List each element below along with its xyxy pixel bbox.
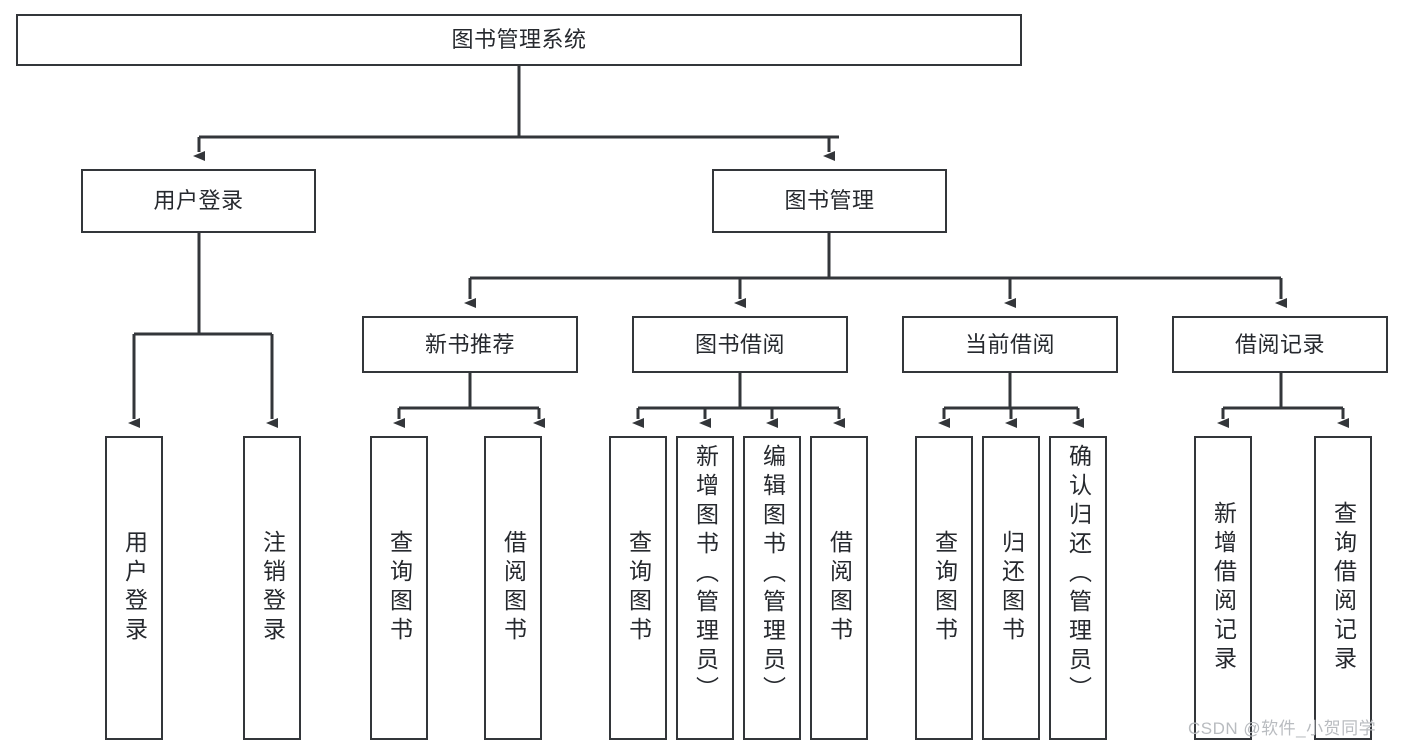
leaf-confirm-return-admin-label: 确认归还（管理员） (1065, 444, 1092, 705)
node-user-login-label: 用户登录 (153, 188, 244, 214)
node-root-label: 图书管理系统 (451, 27, 587, 53)
leaf-borrow-book-newbook-label: 借阅图书 (500, 530, 527, 646)
leaf-borrow-book-borrow-label: 借阅图书 (826, 530, 853, 646)
node-book-borrow-label: 图书借阅 (694, 331, 785, 357)
node-book-borrow[interactable]: 图书借阅 (632, 316, 848, 373)
leaf-search-book-newbook-label: 查询图书 (386, 530, 413, 646)
node-borrow-records[interactable]: 借阅记录 (1172, 316, 1388, 373)
leaf-search-book-current[interactable]: 查询图书 (915, 436, 973, 740)
leaf-search-borrow-record[interactable]: 查询借阅记录 (1314, 436, 1372, 740)
node-current-borrow[interactable]: 当前借阅 (902, 316, 1118, 373)
leaf-logout[interactable]: 注销登录 (243, 436, 301, 740)
leaf-search-book-borrow[interactable]: 查询图书 (609, 436, 667, 740)
leaf-return-book-label: 归还图书 (998, 530, 1025, 646)
leaf-user-login-label: 用户登录 (121, 530, 148, 646)
leaf-edit-book-admin[interactable]: 编辑图书（管理员） (743, 436, 801, 740)
leaf-borrow-book-borrow[interactable]: 借阅图书 (810, 436, 868, 740)
leaf-add-borrow-record-label: 新增借阅记录 (1210, 501, 1237, 675)
leaf-add-borrow-record[interactable]: 新增借阅记录 (1194, 436, 1252, 740)
node-new-book-recommend[interactable]: 新书推荐 (362, 316, 578, 373)
leaf-edit-book-admin-label: 编辑图书（管理员） (759, 444, 786, 705)
leaf-search-book-borrow-label: 查询图书 (625, 530, 652, 646)
node-borrow-records-label: 借阅记录 (1234, 331, 1325, 357)
leaf-search-borrow-record-label: 查询借阅记录 (1330, 501, 1357, 675)
node-root[interactable]: 图书管理系统 (16, 14, 1022, 66)
leaf-search-book-current-label: 查询图书 (931, 530, 958, 646)
leaf-add-book-admin-label: 新增图书（管理员） (692, 444, 719, 705)
leaf-user-login[interactable]: 用户登录 (105, 436, 163, 740)
node-user-login[interactable]: 用户登录 (81, 169, 316, 233)
node-book-management-label: 图书管理 (784, 188, 875, 214)
watermark: CSDN @软件_小贺同学 (1188, 719, 1377, 738)
leaf-borrow-book-newbook[interactable]: 借阅图书 (484, 436, 542, 740)
leaf-return-book[interactable]: 归还图书 (982, 436, 1040, 740)
node-book-management[interactable]: 图书管理 (712, 169, 947, 233)
leaf-confirm-return-admin[interactable]: 确认归还（管理员） (1049, 436, 1107, 740)
leaf-add-book-admin[interactable]: 新增图书（管理员） (676, 436, 734, 740)
leaf-search-book-newbook[interactable]: 查询图书 (370, 436, 428, 740)
node-new-book-recommend-label: 新书推荐 (424, 331, 515, 357)
leaf-logout-label: 注销登录 (259, 530, 286, 646)
node-current-borrow-label: 当前借阅 (964, 331, 1055, 357)
